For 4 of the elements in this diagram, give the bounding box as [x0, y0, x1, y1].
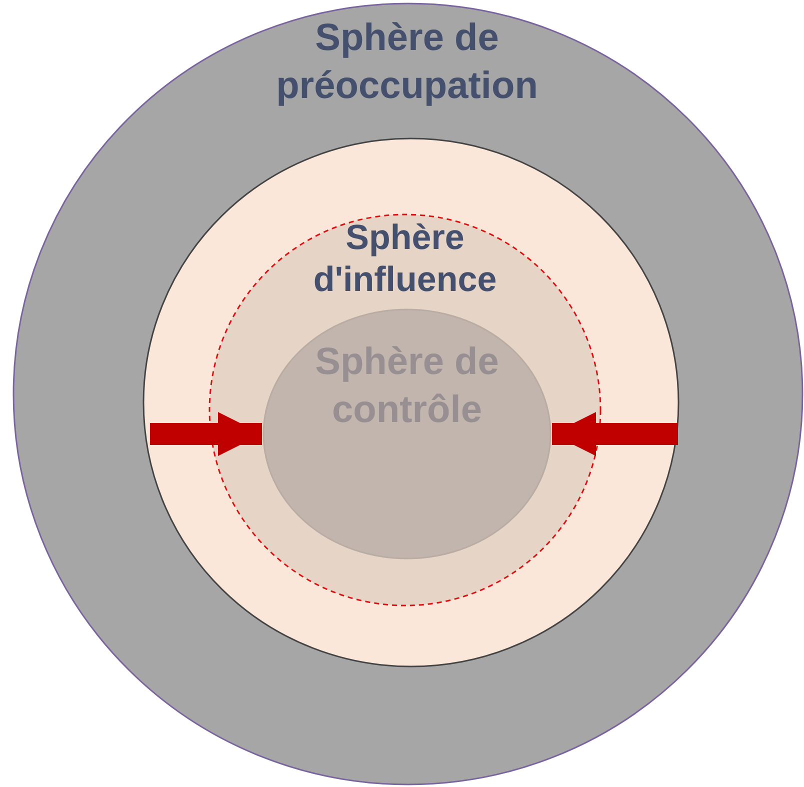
sphere-label: Sphère de préoccupation: [275, 16, 539, 109]
arrow: [150, 412, 262, 456]
arrow: [552, 412, 678, 456]
sphere-label: Sphère d'influence: [312, 217, 498, 301]
